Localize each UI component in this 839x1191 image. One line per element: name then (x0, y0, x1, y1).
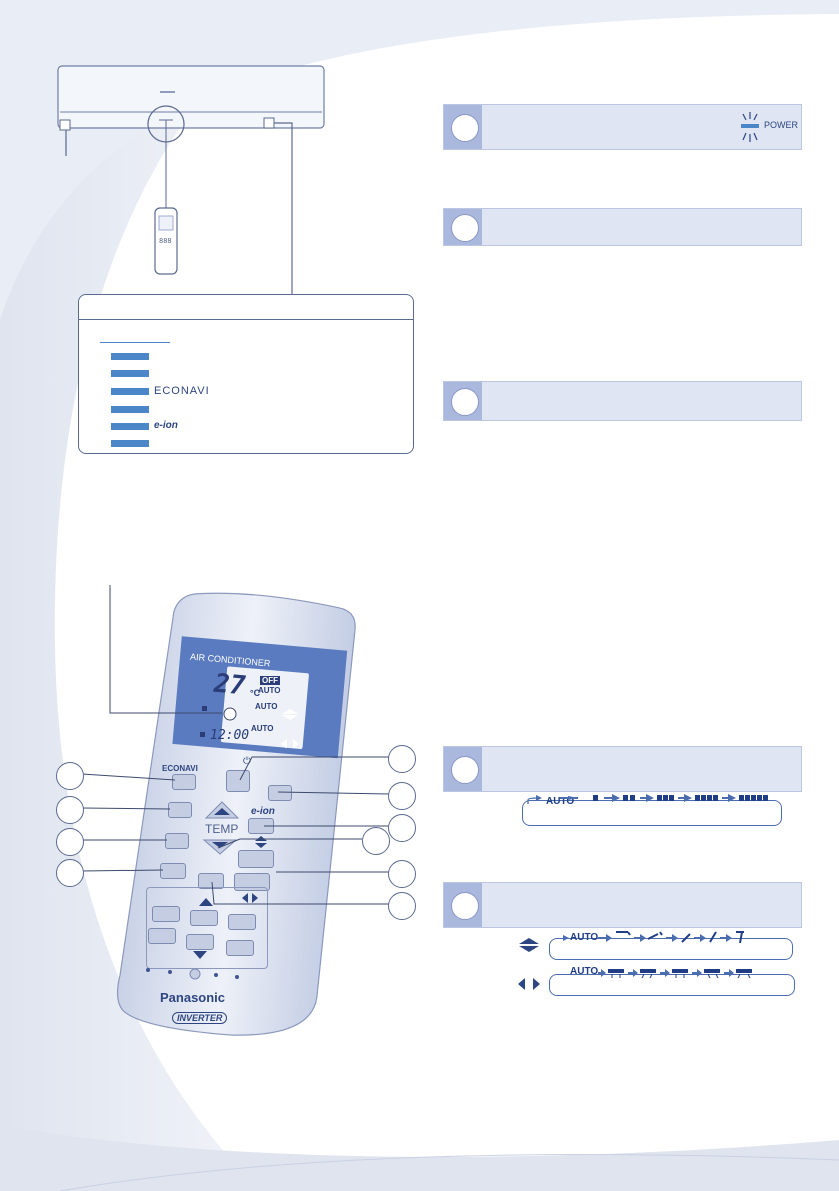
section-bar-airflow (443, 882, 802, 928)
callout-circle (388, 892, 416, 920)
timer-down-button[interactable] (186, 934, 214, 950)
callout-circle (388, 814, 416, 842)
section-number-circle (451, 114, 479, 142)
remote-brand: Panasonic (160, 990, 226, 1005)
timer-up-button[interactable] (190, 910, 218, 926)
indicator-bar-4 (111, 406, 149, 413)
power-blink-icon (741, 112, 759, 142)
section-number-circle (451, 388, 479, 416)
callout-circle (56, 859, 84, 887)
quiet-button[interactable] (160, 863, 186, 879)
vertical-airflow-steps (563, 931, 744, 944)
section-number-circle (451, 214, 479, 242)
fan-speed-sequence (522, 800, 782, 826)
lcd-off: OFF (260, 676, 280, 685)
timer-off-button[interactable] (228, 914, 256, 930)
timer-set-button[interactable] (148, 928, 176, 944)
section-number-circle (451, 892, 479, 920)
indicator-bar-2 (111, 370, 149, 377)
panel-divider (79, 319, 413, 320)
section-bar-1: POWER (443, 104, 802, 150)
timer-select-button[interactable] (198, 873, 224, 889)
callout-circle (388, 782, 416, 810)
remote-eion-label: e-ion (251, 806, 275, 817)
indicator-bar-eion (111, 423, 149, 430)
lcd-indicator-dot (200, 732, 205, 737)
timer-up-icon (199, 898, 213, 906)
timer-cancel-button[interactable] (226, 940, 254, 956)
horizontal-airflow-sequence (549, 974, 795, 996)
vertical-airflow-button[interactable] (238, 850, 274, 868)
remote-reset-dots (146, 968, 239, 980)
callout-circle (56, 828, 84, 856)
section-bar-3 (443, 381, 802, 421)
eion-logo: e-ion (154, 420, 178, 431)
timer-on-button[interactable] (152, 906, 180, 922)
power-button[interactable] (226, 770, 250, 792)
remote-control-diagram (116, 592, 356, 1036)
timer-panel (146, 887, 268, 969)
section-number-circle (451, 756, 479, 784)
timer-down-icon (193, 951, 207, 959)
horizontal-airflow-steps (598, 969, 752, 979)
callout-circle (56, 762, 84, 790)
indoor-unit-diagram: 888 (57, 65, 325, 294)
indicator-bar-1 (111, 353, 149, 360)
econavi-logo: ECONAVI (154, 385, 210, 397)
vertical-seq-auto: AUTO (570, 932, 599, 943)
lcd-auto-1: AUTO (258, 686, 281, 695)
lcd-auto-2: AUTO (255, 702, 278, 711)
callout-circle (388, 860, 416, 888)
power-symbol-icon: ⏻ (243, 756, 251, 767)
mode-button[interactable] (168, 802, 192, 818)
econavi-button[interactable] (172, 774, 196, 790)
horizontal-airflow-icon (518, 978, 540, 990)
lcd-airflow-icons (281, 709, 299, 748)
horizontal-swing-icon (242, 893, 258, 903)
lcd-temperature-unit: °C (250, 688, 261, 698)
powerful-button[interactable] (165, 833, 189, 849)
fan-speed-button[interactable] (268, 785, 292, 801)
horizontal-airflow-button[interactable] (234, 873, 270, 891)
svg-text:888: 888 (159, 237, 172, 245)
fan-speed-steps (527, 794, 768, 804)
lcd-auto-3: AUTO (251, 724, 274, 733)
lcd-time: 12:00 (210, 728, 250, 743)
horizontal-seq-auto: AUTO (570, 966, 599, 977)
section-bar-2 (443, 208, 802, 246)
lcd-indicator-dot (202, 706, 207, 711)
remote-econavi-label: ECONAVI (162, 764, 198, 773)
temp-label: TEMP (205, 822, 239, 836)
panel-heading-line (100, 339, 170, 343)
indicator-bar-econavi (111, 388, 149, 395)
callout-circle (56, 796, 84, 824)
fan-seq-auto: AUTO (546, 796, 575, 807)
section-bar-fan (443, 746, 802, 792)
remote-inverter-badge: INVERTER (172, 1012, 228, 1024)
lcd-leader-line (109, 585, 237, 721)
callout-circle (362, 827, 390, 855)
indicator-bar-6 (111, 440, 149, 447)
power-label: POWER (764, 120, 799, 130)
vertical-airflow-icon (519, 938, 539, 952)
callout-circle (388, 745, 416, 773)
